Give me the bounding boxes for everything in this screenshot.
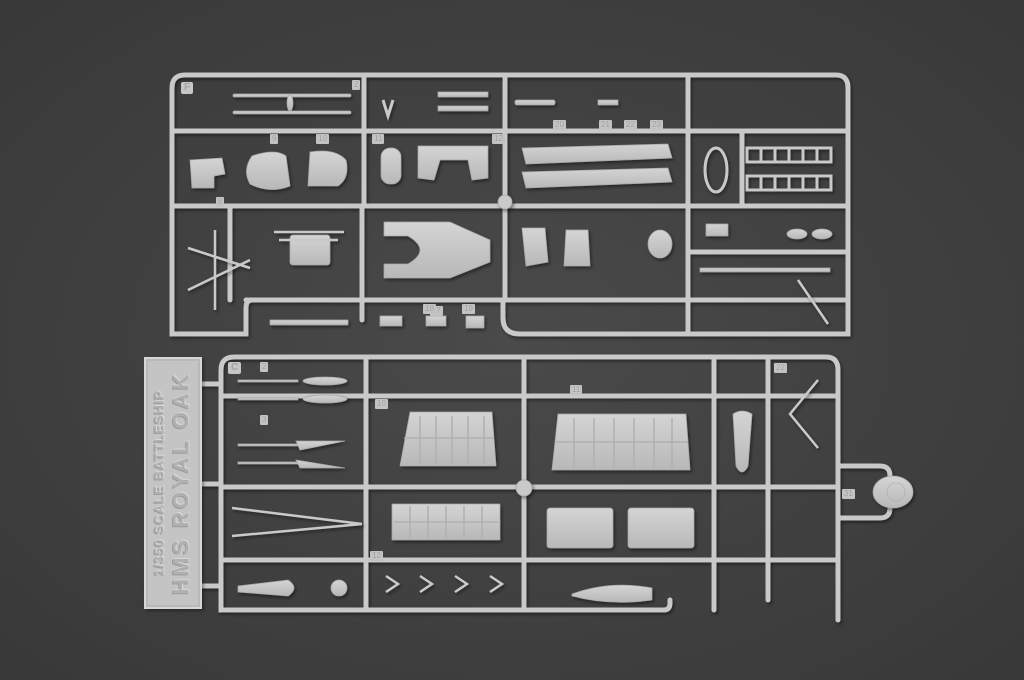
part-number-tag: 31 bbox=[842, 489, 855, 499]
part-number-tag: 23 bbox=[650, 120, 663, 130]
plaque-text: 1/350 SCALE BATTLESHIP HMS ROYAL OAK bbox=[152, 371, 195, 595]
part-number-tag: 22 bbox=[774, 363, 787, 373]
part-number-tag: 12 bbox=[492, 134, 505, 144]
part-number-tag: 2 bbox=[260, 362, 269, 372]
part-number-tag: 20 bbox=[553, 120, 566, 130]
plaque-ship-name: HMS ROYAL OAK bbox=[168, 371, 194, 595]
part-number-tag: 11 bbox=[372, 134, 385, 144]
part-number-tag: 22 bbox=[624, 120, 637, 130]
part-number-tag: 10 bbox=[375, 399, 388, 409]
part-number-tag: 3 bbox=[260, 415, 269, 425]
part-number-tag: 21 bbox=[599, 120, 612, 130]
part-number-tag: 12 bbox=[370, 551, 383, 561]
part-number-tag: 10 bbox=[316, 134, 329, 144]
upper-sprue-letter-tag: F bbox=[181, 82, 194, 94]
part-number-tag: 19 bbox=[462, 304, 475, 314]
lower-sprue-parts bbox=[231, 376, 914, 603]
upper-sprue-parts bbox=[187, 91, 833, 329]
lower-sprue-letter-tag: C bbox=[228, 362, 242, 374]
part-number-tag: 8 bbox=[216, 197, 225, 207]
part-number-tag: 18 bbox=[423, 304, 436, 314]
plaque-scale-text: 1/350 SCALE BATTLESHIP bbox=[151, 389, 167, 577]
part-number-tag: 17 bbox=[430, 306, 443, 316]
part-number-tag: 2 bbox=[352, 80, 361, 90]
part-number-tag: 11 bbox=[570, 385, 583, 395]
lower-sprue bbox=[199, 354, 893, 623]
part-number-tag: 9 bbox=[270, 134, 279, 144]
kit-name-plaque: 1/350 SCALE BATTLESHIP HMS ROYAL OAK bbox=[144, 357, 202, 609]
